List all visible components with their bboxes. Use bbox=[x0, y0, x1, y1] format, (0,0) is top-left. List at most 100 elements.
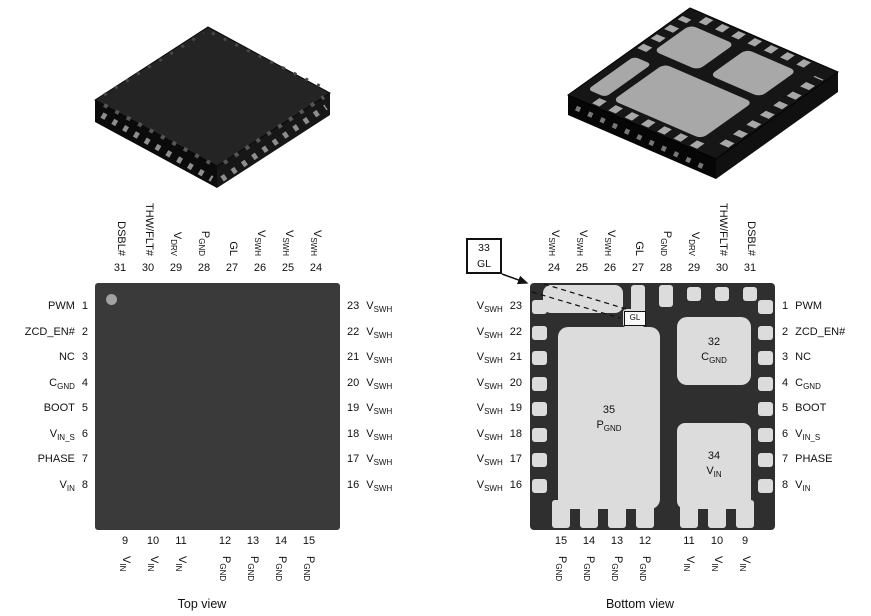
pin-name: V bbox=[366, 326, 374, 338]
pad-pin-20 bbox=[532, 377, 547, 391]
pin-number: 7 bbox=[81, 453, 88, 465]
pin-name: V bbox=[476, 377, 485, 389]
pin-number: 1 bbox=[81, 300, 88, 312]
pad-pin-18 bbox=[532, 428, 547, 442]
pad-pin-5 bbox=[758, 402, 773, 416]
pin-name-vertical: PGND bbox=[608, 556, 624, 602]
pin-name-wrap: VSWH bbox=[477, 453, 503, 468]
pin-name-sub: SWH bbox=[484, 433, 503, 443]
pin-name-sub: IN bbox=[802, 484, 811, 494]
pad-35-name: PGND bbox=[569, 418, 649, 436]
pin-name-sub: SWH bbox=[373, 433, 393, 443]
pad-3d-edge-pins-left bbox=[592, 98, 708, 151]
pin-name-vertical: VIN bbox=[144, 556, 160, 602]
pin-row: PHASE 7 bbox=[8, 452, 88, 470]
pin-number: 14 bbox=[274, 535, 288, 547]
pin-name-vertical: PGND bbox=[657, 166, 673, 256]
pin-name-sub: SWH bbox=[484, 331, 503, 341]
pin-name-wrap: VSWH bbox=[366, 479, 393, 494]
pad-32-number: 32 bbox=[707, 336, 721, 348]
pin-number: 12 bbox=[638, 535, 652, 547]
pin-name-wrap: VIN bbox=[60, 479, 75, 493]
pin-number: 25 bbox=[281, 262, 295, 274]
pin-row: VSWH 22 bbox=[430, 325, 522, 343]
chip-body-top-view bbox=[95, 283, 340, 530]
pin-name-vertical: PGND bbox=[244, 556, 260, 602]
pin-name-sub: SWH bbox=[484, 458, 503, 468]
pin-name: V bbox=[795, 428, 803, 440]
pin-name: V bbox=[366, 428, 374, 440]
callout-number: 33 bbox=[478, 242, 490, 254]
pin-number: 16 bbox=[347, 479, 360, 491]
pin-name-sub: GND bbox=[637, 563, 647, 582]
pin-name: V bbox=[476, 479, 485, 491]
pin-name-wrap: VSWH bbox=[476, 377, 503, 392]
pin-name-wrap: BOOT bbox=[795, 402, 826, 414]
pin-number: 18 bbox=[509, 428, 522, 440]
pin-number: 15 bbox=[554, 535, 568, 547]
pin-name: V bbox=[49, 428, 58, 440]
pin-name-wrap: VSWH bbox=[366, 402, 393, 417]
pin-name-sub: SWH bbox=[484, 382, 503, 392]
pin-name-wrap: VSWH bbox=[477, 351, 503, 365]
pin-name-sub: SWH bbox=[373, 407, 393, 417]
pin-name-wrap: PWM bbox=[48, 300, 75, 312]
pin-name-sub: SWH bbox=[373, 484, 393, 494]
pad-35-stub-15 bbox=[552, 500, 570, 528]
pad-35-number: 35 bbox=[602, 404, 616, 416]
pin-number: 9 bbox=[741, 535, 749, 547]
pin-number: 10 bbox=[146, 535, 160, 547]
pin-name-vertical: DSBL# bbox=[111, 166, 127, 256]
pin-name: C bbox=[795, 377, 804, 389]
pin-number: 24 bbox=[547, 262, 561, 274]
caption-top-view: Top view bbox=[177, 597, 227, 611]
pin-name-wrap: VSWH bbox=[477, 300, 503, 314]
pin-name-wrap: VSWH bbox=[366, 351, 392, 365]
pin-name-vertical: VSWH bbox=[601, 166, 617, 256]
pin-name: ZCD_EN# bbox=[24, 326, 75, 338]
pin-number: 19 bbox=[347, 402, 360, 414]
pin-name-wrap: VIN_S bbox=[795, 428, 820, 442]
pad-3d-big-pgnd bbox=[615, 65, 750, 138]
pin-name-sub: GND bbox=[803, 382, 821, 392]
pin-number: 8 bbox=[81, 479, 88, 491]
pin-name-vertical: VIN bbox=[680, 556, 696, 602]
pad-pin-23 bbox=[532, 300, 547, 314]
pin-name-wrap: VIN_S bbox=[49, 428, 75, 442]
pad-pin-22 bbox=[532, 326, 547, 340]
callout-label: GL bbox=[476, 258, 491, 270]
pin-name-vertical: VIN bbox=[708, 556, 724, 602]
pin-name: V bbox=[366, 453, 374, 465]
callout-pin-33: 33 GL bbox=[466, 238, 502, 274]
pin-name: PHASE bbox=[37, 453, 75, 465]
pin-number: 9 bbox=[121, 535, 129, 547]
pin-name-vertical: VSWH bbox=[545, 166, 561, 256]
pin-row: 19 VSWH bbox=[347, 401, 439, 419]
pin-name: V bbox=[795, 479, 803, 491]
pad-32-name-sub: GND bbox=[709, 356, 727, 366]
pin-name: ZCD_EN# bbox=[795, 326, 846, 338]
pin-number: 11 bbox=[175, 535, 187, 547]
pad-pin-4 bbox=[758, 377, 773, 391]
chip-3d-bottom-render bbox=[566, 7, 840, 179]
pin-name-vertical: VSWH bbox=[279, 166, 295, 256]
pin-name-sub: GND bbox=[658, 238, 668, 256]
pad-35-stub-13 bbox=[608, 500, 626, 528]
pin-name-sub: SWH bbox=[373, 382, 393, 392]
pad-pin-16 bbox=[532, 479, 547, 493]
pad-35-stub-12 bbox=[636, 500, 654, 528]
pin1-indicator-dot bbox=[106, 294, 117, 305]
pin-number: 22 bbox=[509, 326, 522, 338]
pin-name-wrap: VIN bbox=[795, 479, 811, 494]
pin-name: V bbox=[476, 326, 485, 338]
pin-number: 29 bbox=[169, 262, 183, 274]
pin-row: PWM 1 bbox=[8, 299, 88, 317]
